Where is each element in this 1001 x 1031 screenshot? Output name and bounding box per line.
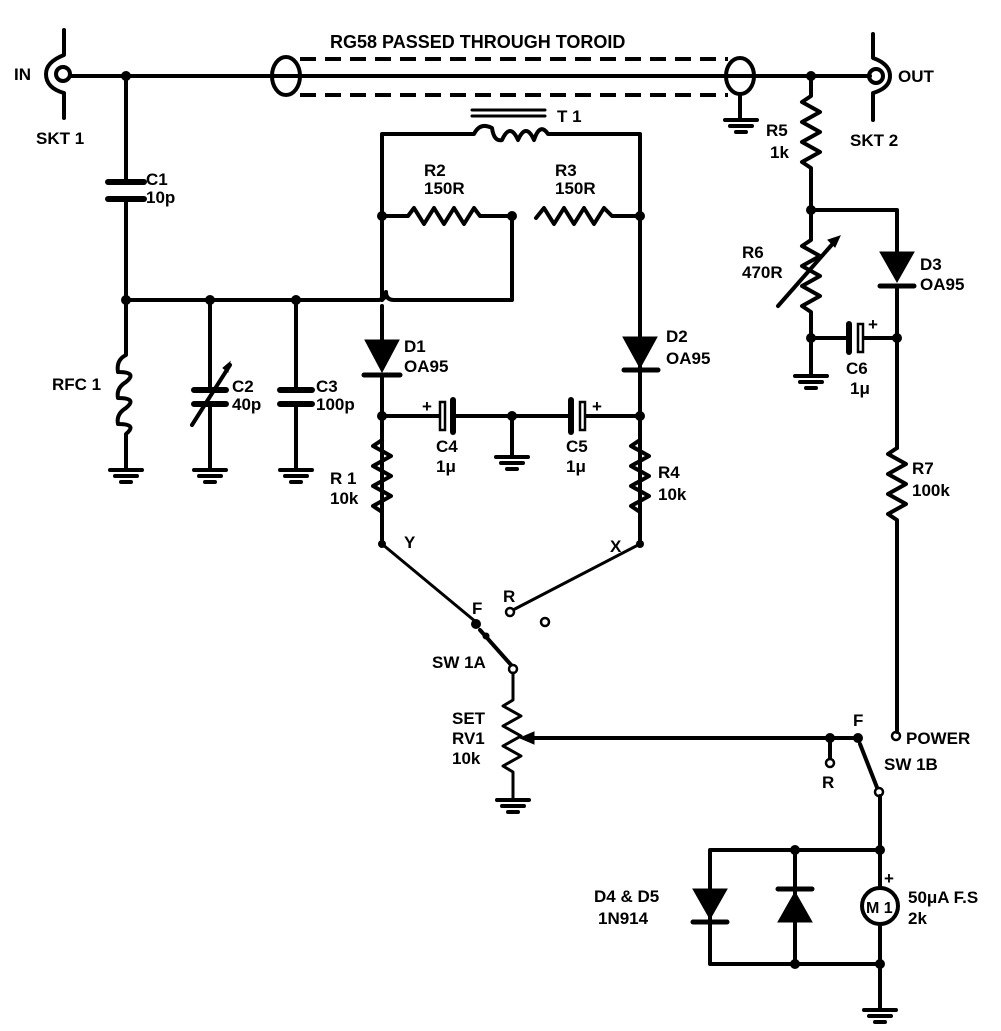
m1-value: 50μA F.S <box>908 888 978 907</box>
d45-value: 1N914 <box>598 909 649 928</box>
d2-value: OA95 <box>666 349 710 368</box>
d45-ref: D4 & D5 <box>594 887 659 906</box>
r7-value: 100k <box>912 481 950 500</box>
m1-polarity: + <box>884 869 894 888</box>
in-label: IN <box>14 65 31 84</box>
power-label: POWER <box>906 729 970 748</box>
c2-value: 40p <box>232 395 261 414</box>
sw1b-f-label: F <box>853 711 863 730</box>
c3-value: 100p <box>316 395 355 414</box>
capacitor-c3 <box>277 298 315 484</box>
d3-value: OA95 <box>920 275 964 294</box>
c5-polarity: + <box>592 397 602 416</box>
ground-symbol <box>494 414 530 471</box>
sw1b-label: SW 1B <box>884 755 938 774</box>
sw1a-f-label: F <box>472 599 482 618</box>
coax-toroid <box>270 55 759 134</box>
title-label: RG58 PASSED THROUGH TOROID <box>330 32 625 52</box>
c1-ref: C1 <box>146 170 168 189</box>
skt2-label: SKT 2 <box>850 131 898 150</box>
output-socket <box>867 32 892 122</box>
c6-ref: C6 <box>846 359 868 378</box>
resistor-r1 <box>371 438 393 546</box>
r5-ref: R5 <box>766 121 788 140</box>
diode-d5 <box>775 848 815 966</box>
r3-ref: R3 <box>555 161 577 180</box>
r4-ref: R4 <box>658 463 680 482</box>
resistor-r7 <box>886 446 908 734</box>
c3-ref: C3 <box>316 377 338 396</box>
r2-value: 150R <box>424 179 465 198</box>
bus-line <box>124 216 514 302</box>
d3-ref: D3 <box>920 255 942 274</box>
node-y-label: Y <box>404 533 416 552</box>
d2-ref: D2 <box>666 327 688 346</box>
d1-ref: D1 <box>404 337 426 356</box>
r6-ref: R6 <box>742 243 764 262</box>
sw1a-r-label: R <box>503 587 515 606</box>
out-text: OUT <box>898 67 935 86</box>
ground-symbol <box>862 1008 898 1024</box>
r2-ref: R2 <box>424 161 446 180</box>
meter-m1: M 1 <box>860 886 900 926</box>
r3-value: 150R <box>555 179 596 198</box>
m1-resistance: 2k <box>908 909 927 928</box>
d1-value: OA95 <box>404 357 448 376</box>
r6-value: 470R <box>742 263 783 282</box>
rv1-ref: RV1 <box>452 729 485 748</box>
sw1b-r-label: R <box>822 773 834 792</box>
switch-sw1b[interactable] <box>824 730 902 798</box>
resistor-r4 <box>629 438 651 546</box>
variable-capacitor-c2 <box>190 298 232 484</box>
sw1a-label: SW 1A <box>432 653 486 672</box>
c2-ref: C2 <box>232 377 254 396</box>
rv1-value: 10k <box>452 749 481 768</box>
r5-value: 1k <box>770 143 789 162</box>
m1-ref: M 1 <box>866 900 893 917</box>
capacitor-c4 <box>380 397 514 435</box>
diode-d1 <box>361 304 403 542</box>
diode-d4 <box>690 888 730 925</box>
capacitor-c1 <box>105 179 147 202</box>
c5-value: 1μ <box>566 457 586 476</box>
inductor-rfc1 <box>108 298 144 484</box>
c4-ref: C4 <box>436 437 458 456</box>
c1-value: 10p <box>146 188 175 207</box>
skt1-label: SKT 1 <box>36 129 84 148</box>
c6-value: 1μ <box>850 379 870 398</box>
switch-sw1a[interactable] <box>380 542 642 675</box>
r1-ref: R 1 <box>330 469 356 488</box>
diode-d3 <box>877 251 917 450</box>
r4-value: 10k <box>658 485 687 504</box>
rfc1-label: RFC 1 <box>52 375 101 394</box>
potentiometer-rv1[interactable] <box>495 671 832 814</box>
c4-polarity: + <box>422 397 432 416</box>
r7-ref: R7 <box>912 459 934 478</box>
capacitor-c5 <box>510 397 642 435</box>
resistor-r3 <box>534 206 642 226</box>
node-x-label: X <box>610 537 622 556</box>
c4-value: 1μ <box>436 457 456 476</box>
c6-polarity: + <box>868 315 878 334</box>
t1-label: T 1 <box>557 107 582 126</box>
variable-resistor-r6 <box>776 208 899 390</box>
rv1-set-label: SET <box>452 709 486 728</box>
input-socket <box>44 28 72 120</box>
transformer-t1 <box>380 108 642 422</box>
c5-ref: C5 <box>566 437 588 456</box>
resistor-r2 <box>380 206 514 226</box>
r1-value: 10k <box>330 489 359 508</box>
resistor-r5 <box>800 74 899 254</box>
